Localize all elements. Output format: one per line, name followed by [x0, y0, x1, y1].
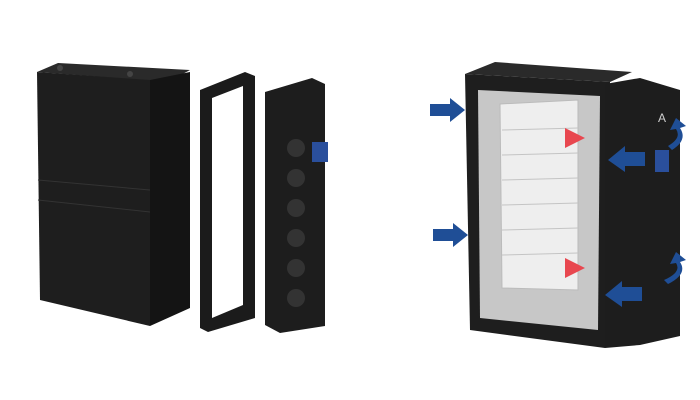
display-panel — [312, 142, 328, 162]
arrow-in-top — [430, 98, 465, 122]
logo: A — [658, 111, 666, 125]
arrow-curve-bottom — [664, 252, 686, 284]
cabinet-assembled: A — [465, 62, 680, 348]
door-frame — [200, 72, 255, 332]
cooling-unit-exploded — [265, 78, 328, 333]
arrow-curve-top — [668, 118, 686, 150]
airflow-arrows — [430, 98, 686, 307]
cabinet-closed — [37, 63, 190, 326]
arrow-out-bottom — [605, 281, 642, 307]
server-stack — [499, 99, 579, 291]
arrow-out-top — [608, 146, 645, 172]
heat-arrows — [565, 128, 585, 278]
arrow-in-bottom — [433, 223, 468, 247]
display-panel — [655, 150, 669, 172]
cooling-unit — [605, 78, 680, 348]
